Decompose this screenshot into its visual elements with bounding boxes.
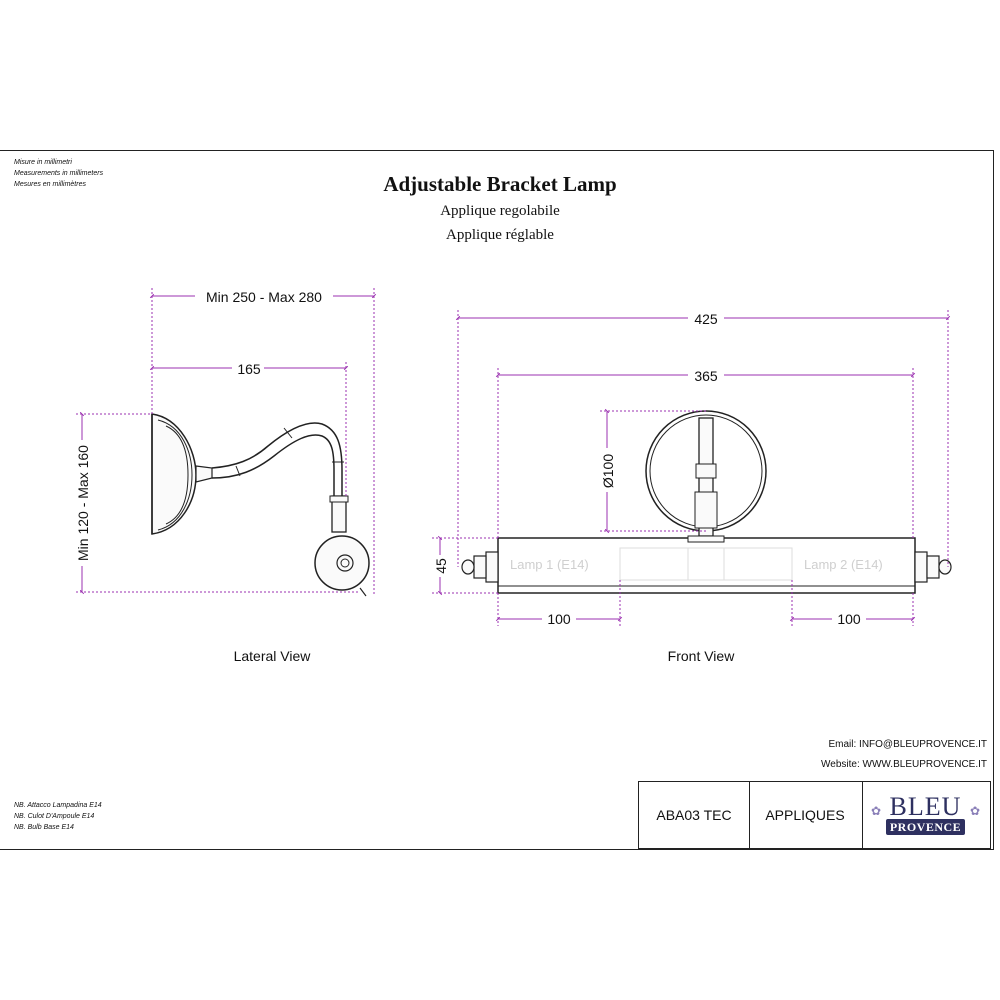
curved-arm (211, 422, 343, 500)
dim-front-total: 425 (694, 311, 718, 327)
units-note-it: Misure in millimetri (14, 159, 72, 166)
front-view-drawing: Lamp 1 (E14) Lamp 2 (E14) (432, 310, 952, 664)
subtitle-french: Applique réglable (446, 227, 554, 243)
lavender-icon: ✿ (969, 804, 980, 818)
lateral-view-drawing: Min 250 - Max 280 165 Min 120 - Max 160 … (74, 288, 377, 664)
logo-provence: PROVENCE (885, 819, 966, 835)
dim-front-body: 365 (694, 368, 718, 384)
lateral-view-label: Lateral View (234, 648, 312, 664)
contact-email[interactable]: Email: INFO@BLEUPROVENCE.IT (828, 739, 987, 750)
title-block-code: ABA03 TEC (638, 781, 750, 849)
front-view-label: Front View (668, 648, 736, 664)
drawing-title: Adjustable Bracket Lamp (383, 172, 617, 196)
logo-bleu: BLEU (889, 792, 962, 821)
subtitle-italian: Applique regolabile (440, 203, 560, 219)
dim-front-right: 100 (837, 611, 861, 627)
dim-front-height: 45 (433, 558, 449, 574)
right-finial (914, 551, 952, 583)
title-block-category: APPLIQUES (748, 781, 863, 849)
units-notes: Misure in millimetri Measurements in mil… (14, 157, 103, 190)
units-note-fr: Mesures en millimètres (14, 181, 86, 188)
lavender-icon: ✿ (871, 804, 882, 818)
bulb-note-en: NB. Bulb Base E14 (14, 824, 74, 831)
units-note-en: Measurements in millimeters (14, 170, 104, 177)
left-finial (461, 551, 499, 583)
lamp-2-label: Lamp 2 (E14) (804, 557, 883, 572)
lamp-head-side (314, 535, 370, 591)
arm-neck (195, 465, 213, 483)
bulb-note-it: NB. Attacco Lampadina E14 (14, 802, 102, 809)
dim-lateral-depth: 165 (237, 361, 261, 377)
bulb-notes: NB. Attacco Lampadina E14 NB. Culot D'Am… (14, 800, 102, 833)
brand-logo: ✿ ✿ BLEU PROVENCE (861, 781, 991, 849)
drawing-frame (0, 150, 994, 850)
wall-plate (151, 413, 197, 535)
bulb-note-fr: NB. Culot D'Ampoule E14 (14, 813, 95, 820)
dim-lateral-overall: Min 250 - Max 280 (206, 289, 322, 305)
dim-lateral-height: Min 120 - Max 160 (75, 445, 91, 561)
dim-front-diameter: Ø100 (600, 454, 616, 488)
lamp-1-label: Lamp 1 (E14) (510, 557, 589, 572)
dim-front-left: 100 (547, 611, 571, 627)
contact-website[interactable]: Website: WWW.BLEUPROVENCE.IT (821, 759, 987, 770)
